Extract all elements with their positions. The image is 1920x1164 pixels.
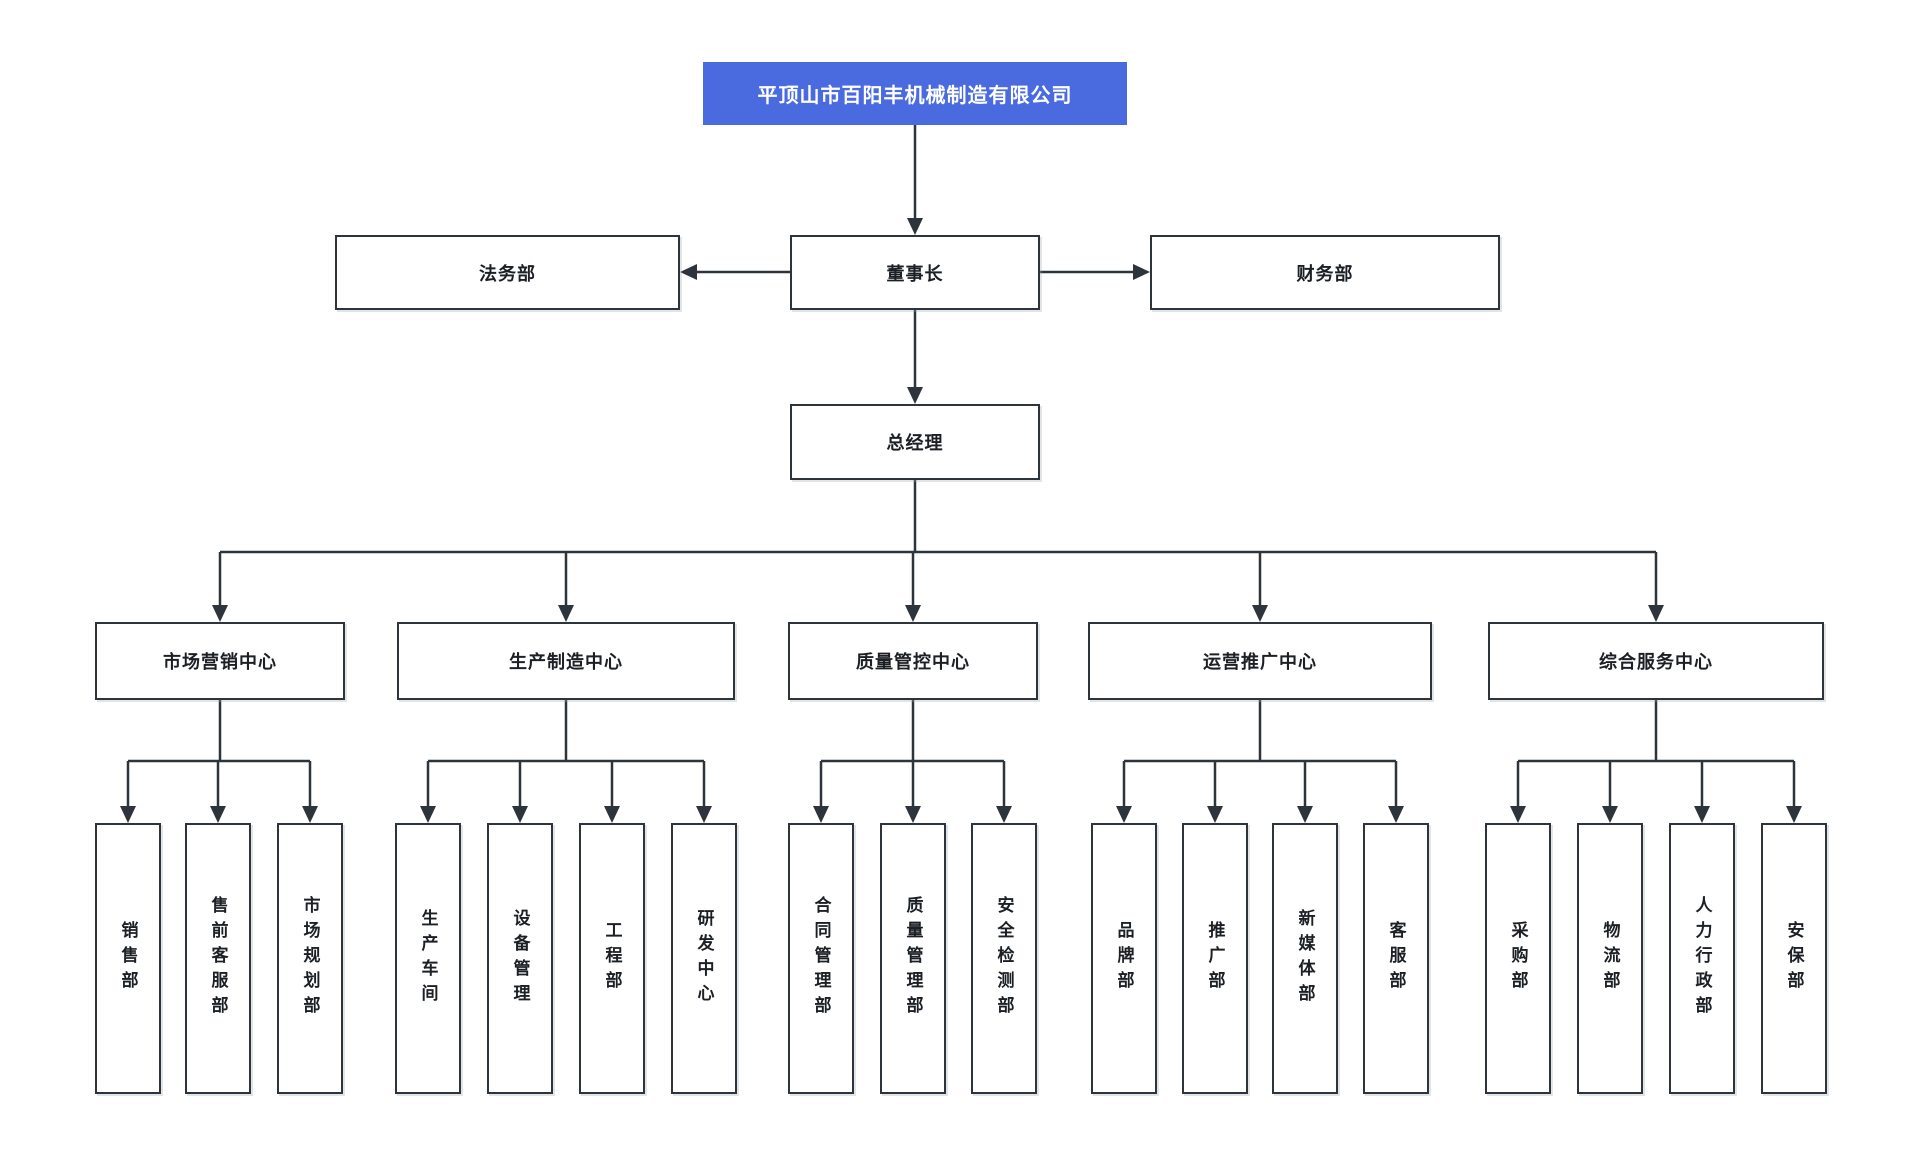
brand-dept-label: 品牌部 bbox=[1114, 921, 1134, 996]
arrow-down-icon bbox=[907, 387, 923, 404]
security-dept-label: 安保部 bbox=[1784, 921, 1804, 996]
company-name-label: 平顶山市百阳丰机械制造有限公司 bbox=[757, 85, 1073, 107]
arrow-down-icon bbox=[558, 605, 574, 622]
node-chairman[interactable]: 董事长 bbox=[790, 235, 1040, 310]
arrow-down-icon bbox=[1388, 806, 1404, 823]
node-production-workshop[interactable]: 生产车间 bbox=[395, 823, 461, 1094]
production-center-label: 生产制造中心 bbox=[509, 652, 623, 672]
arrow-down-icon bbox=[907, 218, 923, 235]
quality-management-dept-label: 质量管理部 bbox=[903, 896, 923, 1021]
procurement-dept-label: 采购部 bbox=[1508, 921, 1528, 996]
node-safety-inspection-dept[interactable]: 安全检测部 bbox=[971, 823, 1037, 1094]
arrow-down-icon bbox=[905, 806, 921, 823]
node-engineering-dept[interactable]: 工程部 bbox=[579, 823, 645, 1094]
finance-dept-label: 财务部 bbox=[1296, 263, 1354, 284]
node-quality-center[interactable]: 质量管控中心 bbox=[788, 622, 1038, 700]
node-security-dept[interactable]: 安保部 bbox=[1761, 823, 1827, 1094]
node-market-planning-dept[interactable]: 市场规划部 bbox=[277, 823, 343, 1094]
node-legal-dept[interactable]: 法务部 bbox=[335, 235, 680, 310]
arrow-down-icon bbox=[1510, 806, 1526, 823]
arrow-down-icon bbox=[696, 806, 712, 823]
arrow-down-icon bbox=[1297, 806, 1313, 823]
node-customer-service-dept[interactable]: 客服部 bbox=[1363, 823, 1429, 1094]
market-planning-dept-label: 市场规划部 bbox=[300, 896, 320, 1021]
sales-dept-label: 销售部 bbox=[118, 921, 138, 996]
node-contract-management-dept[interactable]: 合同管理部 bbox=[788, 823, 854, 1094]
node-marketing-center[interactable]: 市场营销中心 bbox=[95, 622, 345, 700]
node-new-media-dept[interactable]: 新媒体部 bbox=[1272, 823, 1338, 1094]
arrow-down-icon bbox=[212, 605, 228, 622]
node-logistics-dept[interactable]: 物流部 bbox=[1577, 823, 1643, 1094]
arrow-down-icon bbox=[905, 605, 921, 622]
arrow-down-icon bbox=[1786, 806, 1802, 823]
services-center-label: 综合服务中心 bbox=[1599, 652, 1713, 672]
promotion-dept-label: 推广部 bbox=[1205, 921, 1225, 996]
node-procurement-dept[interactable]: 采购部 bbox=[1485, 823, 1551, 1094]
arrow-down-icon bbox=[996, 806, 1012, 823]
arrow-down-icon bbox=[302, 806, 318, 823]
hr-admin-dept-label: 人力行政部 bbox=[1692, 896, 1712, 1021]
rnd-center-label: 研发中心 bbox=[694, 908, 714, 1009]
arrow-down-icon bbox=[1602, 806, 1618, 823]
arrow-down-icon bbox=[1252, 605, 1268, 622]
safety-inspection-dept-label: 安全检测部 bbox=[994, 896, 1014, 1021]
node-quality-management-dept[interactable]: 质量管理部 bbox=[880, 823, 946, 1094]
customer-service-dept-label: 客服部 bbox=[1386, 921, 1406, 996]
legal-dept-label: 法务部 bbox=[479, 263, 536, 284]
node-operations-center[interactable]: 运营推广中心 bbox=[1088, 622, 1432, 700]
arrow-down-icon bbox=[120, 806, 136, 823]
node-hr-admin-dept[interactable]: 人力行政部 bbox=[1669, 823, 1735, 1094]
new-media-dept-label: 新媒体部 bbox=[1295, 908, 1315, 1009]
quality-center-label: 质量管控中心 bbox=[856, 652, 970, 672]
node-general-manager[interactable]: 总经理 bbox=[790, 404, 1040, 480]
engineering-dept-label: 工程部 bbox=[602, 921, 622, 996]
arrow-down-icon bbox=[813, 806, 829, 823]
arrow-down-icon bbox=[604, 806, 620, 823]
node-sales-dept[interactable]: 销售部 bbox=[95, 823, 161, 1094]
node-promotion-dept[interactable]: 推广部 bbox=[1182, 823, 1248, 1094]
arrow-left-icon bbox=[680, 264, 697, 280]
contract-management-dept-label: 合同管理部 bbox=[811, 896, 831, 1021]
equipment-management-label: 设备管理 bbox=[510, 908, 530, 1009]
arrow-down-icon bbox=[1116, 806, 1132, 823]
chairman-label: 董事长 bbox=[886, 263, 944, 284]
presales-service-dept-label: 售前客服部 bbox=[208, 896, 228, 1021]
arrow-down-icon bbox=[210, 806, 226, 823]
arrow-down-icon bbox=[1694, 806, 1710, 823]
node-presales-service-dept[interactable]: 售前客服部 bbox=[185, 823, 251, 1094]
node-production-center[interactable]: 生产制造中心 bbox=[397, 622, 735, 700]
node-finance-dept[interactable]: 财务部 bbox=[1150, 235, 1500, 310]
node-rnd-center[interactable]: 研发中心 bbox=[671, 823, 737, 1094]
node-equipment-management[interactable]: 设备管理 bbox=[487, 823, 553, 1094]
general-manager-label: 总经理 bbox=[886, 433, 944, 453]
arrow-down-icon bbox=[512, 806, 528, 823]
marketing-center-label: 市场营销中心 bbox=[163, 652, 277, 672]
production-workshop-label: 生产车间 bbox=[418, 908, 438, 1009]
arrow-right-icon bbox=[1133, 264, 1150, 280]
node-services-center[interactable]: 综合服务中心 bbox=[1488, 622, 1824, 700]
arrow-down-icon bbox=[1207, 806, 1223, 823]
node-brand-dept[interactable]: 品牌部 bbox=[1091, 823, 1157, 1094]
node-company-root[interactable]: 平顶山市百阳丰机械制造有限公司 bbox=[703, 62, 1127, 125]
arrow-down-icon bbox=[1648, 605, 1664, 622]
logistics-dept-label: 物流部 bbox=[1600, 921, 1620, 996]
operations-center-label: 运营推广中心 bbox=[1203, 652, 1317, 672]
arrow-down-icon bbox=[420, 806, 436, 823]
